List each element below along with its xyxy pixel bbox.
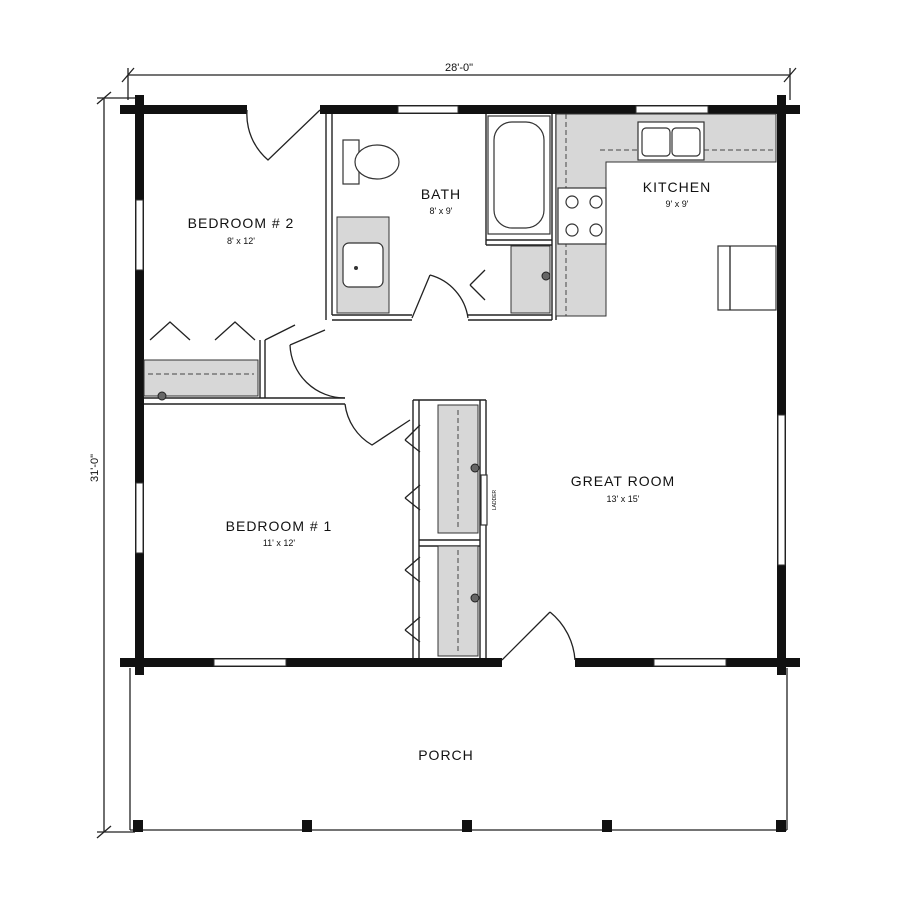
porch-post: [133, 820, 143, 832]
kitchen-name: KITCHEN: [643, 179, 711, 195]
closets: [143, 245, 551, 657]
window: [213, 658, 287, 667]
window: [135, 199, 144, 271]
bedroom-2-name: BEDROOM # 2: [188, 215, 295, 231]
window: [397, 105, 459, 114]
bath-size: 8' x 9': [430, 206, 453, 216]
great-room-name: GREAT ROOM: [571, 473, 675, 489]
bath-fixtures: [336, 115, 551, 314]
height-dimension: 31'-0": [89, 91, 135, 839]
porch-post: [462, 820, 472, 832]
toilet-bowl: [354, 144, 400, 180]
width-dimension-label: 28'-0": [445, 62, 473, 74]
bedroom-1-size: 11' x 12': [263, 538, 296, 548]
window: [135, 482, 144, 554]
bedroom-1-name: BEDROOM # 1: [226, 518, 333, 534]
kitchen-size: 9' x 9': [666, 199, 689, 209]
width-dimension: 28'-0": [121, 62, 797, 100]
window: [777, 414, 786, 566]
bedroom-2-size: 8' x 12': [227, 236, 255, 246]
closet-bedroom-2: [143, 359, 259, 397]
porch-name: PORCH: [418, 747, 474, 763]
ladder-label: LADDER: [492, 489, 498, 510]
height-dimension-label: 31'-0": [89, 454, 101, 482]
kitchen-fixtures: [555, 113, 777, 317]
sink-basin: [342, 242, 384, 288]
porch-post: [302, 820, 312, 832]
interior-walls: [144, 114, 557, 658]
windows: [135, 105, 786, 667]
window: [635, 105, 709, 114]
bathtub-inner: [493, 121, 545, 229]
window: [653, 658, 727, 667]
great-room-size: 13' x 15': [607, 494, 640, 504]
porch-post: [602, 820, 612, 832]
loft-ladder: LADDER: [480, 474, 498, 526]
refrigerator: [717, 245, 777, 311]
bath-name: BATH: [421, 186, 461, 202]
doors: [149, 109, 576, 661]
porch-post: [776, 820, 786, 832]
porch: [129, 668, 788, 832]
